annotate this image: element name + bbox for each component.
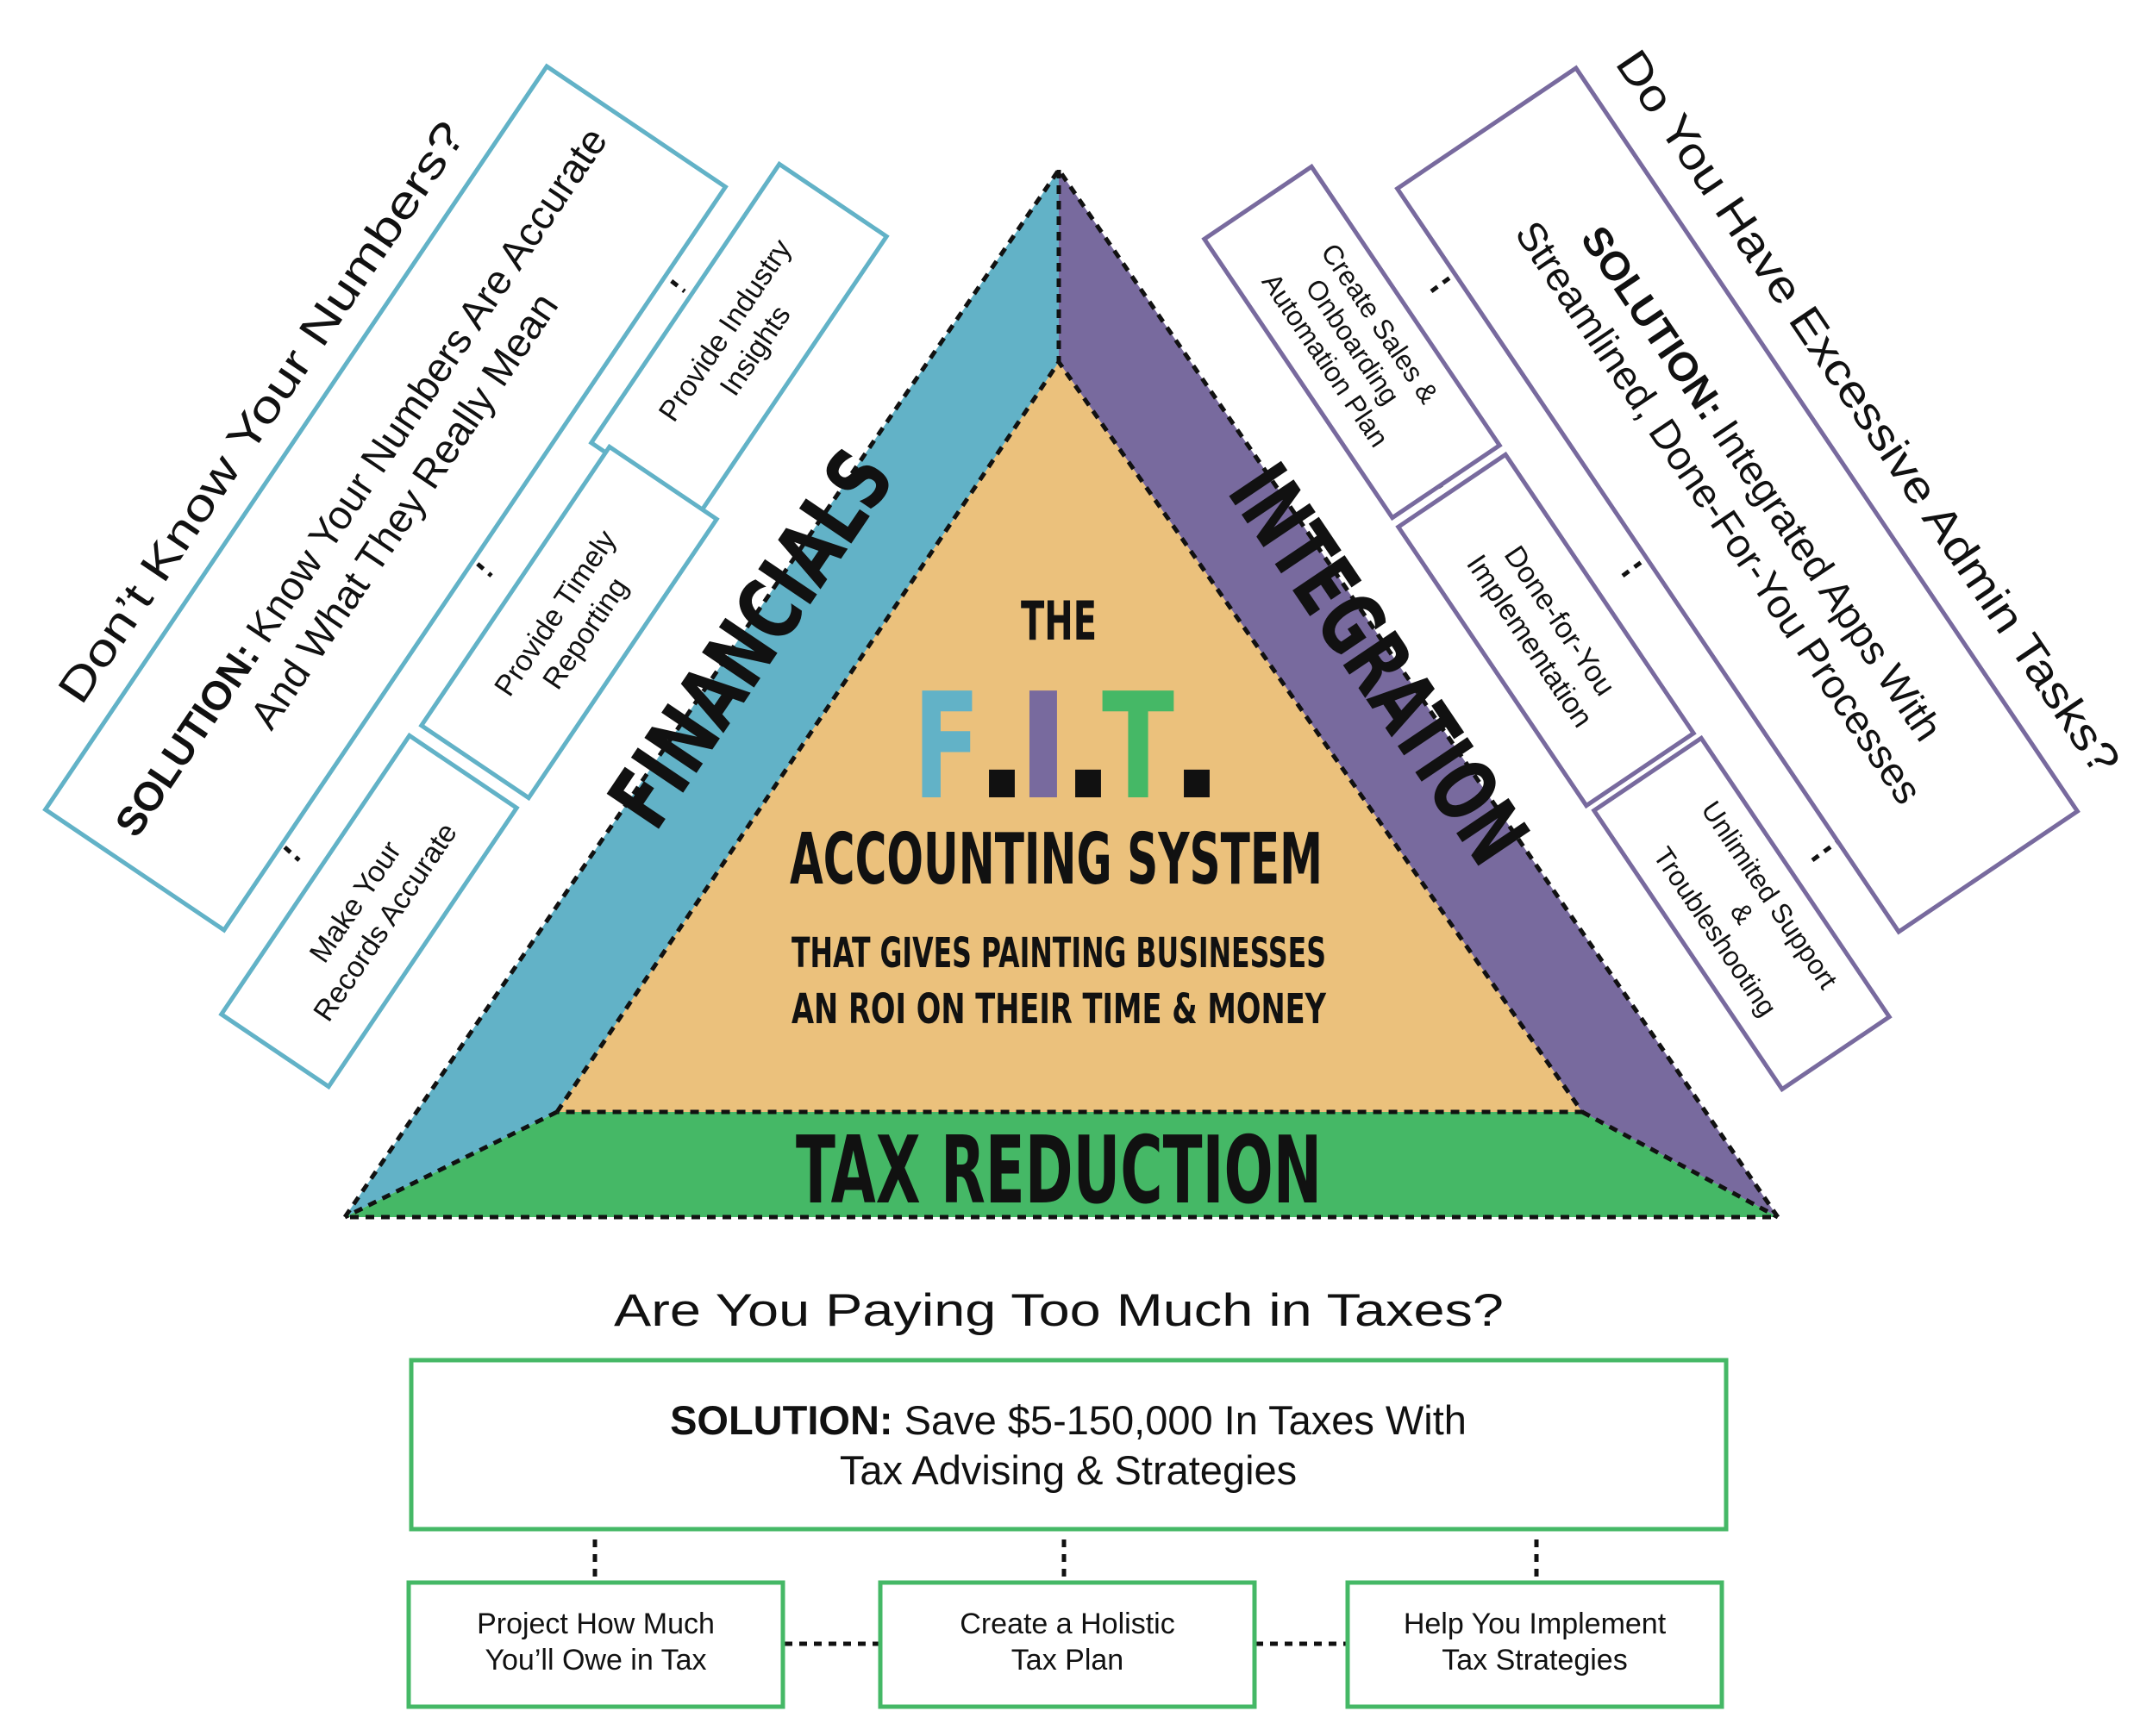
tax-reduction-label: TAX REDUCTION — [796, 1117, 1322, 1225]
tagline-line-2: AN ROI ON THEIR TIME & MONEY — [792, 985, 1327, 1033]
pyramid-core — [557, 362, 1582, 1112]
tax-branch: Are You Paying Too Much in Taxes? SOLUTI… — [406, 1285, 1729, 1709]
tax-item-line-2: You’ll Owe in Tax — [485, 1644, 706, 1677]
tax-solution-label: SOLUTION: — [670, 1397, 892, 1443]
accounting-system-title: ACCOUNTING SYSTEM — [790, 819, 1323, 901]
fit-letter-i: I — [1016, 662, 1070, 833]
tax-item-box: Create a Holistic Tax Plan — [878, 1580, 1257, 1709]
tax-solution-line-1: SOLUTION: Save $5-150,000 In Taxes With — [670, 1397, 1467, 1443]
tax-solution-text: Save $5-150,000 In Taxes With — [893, 1397, 1467, 1443]
fit-logo: F . I . T . — [913, 662, 1224, 833]
fit-letter-f: F — [913, 662, 980, 833]
tax-item-box: Help You Implement Tax Strategies — [1345, 1580, 1724, 1709]
financials-item-box: Make Your Records Accurate — [218, 732, 520, 1090]
tax-question: Are You Paying Too Much in Taxes? — [614, 1285, 1504, 1336]
tagline-line-1: THAT GIVES PAINTING BUSINESSES — [792, 929, 1326, 977]
inner-triangle-outline — [554, 358, 1586, 1115]
divider-left — [343, 1109, 559, 1220]
tax-item-line-2: Tax Strategies — [1442, 1644, 1627, 1677]
tax-item-line-1: Create a Holistic — [960, 1608, 1174, 1640]
fit-dot-3: . — [1169, 662, 1225, 833]
divider-right — [1580, 1109, 1780, 1220]
title-the: THE — [1021, 590, 1097, 653]
fit-dot-1: . — [974, 662, 1030, 833]
tax-item-line-2: Tax Plan — [1011, 1644, 1123, 1677]
fit-dot-2: . — [1061, 662, 1117, 833]
tax-solution-box: SOLUTION: Save $5-150,000 In Taxes With … — [409, 1358, 1729, 1532]
tax-item-line-1: Project How Much — [477, 1608, 715, 1640]
tax-solution-line-2: Tax Advising & Strategies — [840, 1447, 1297, 1493]
tax-reduction-base — [345, 1112, 1778, 1217]
tax-item-line-1: Help You Implement — [1404, 1608, 1667, 1640]
fit-letter-t: T — [1102, 662, 1174, 833]
tax-item-box: Project How Much You’ll Owe in Tax — [406, 1580, 785, 1709]
